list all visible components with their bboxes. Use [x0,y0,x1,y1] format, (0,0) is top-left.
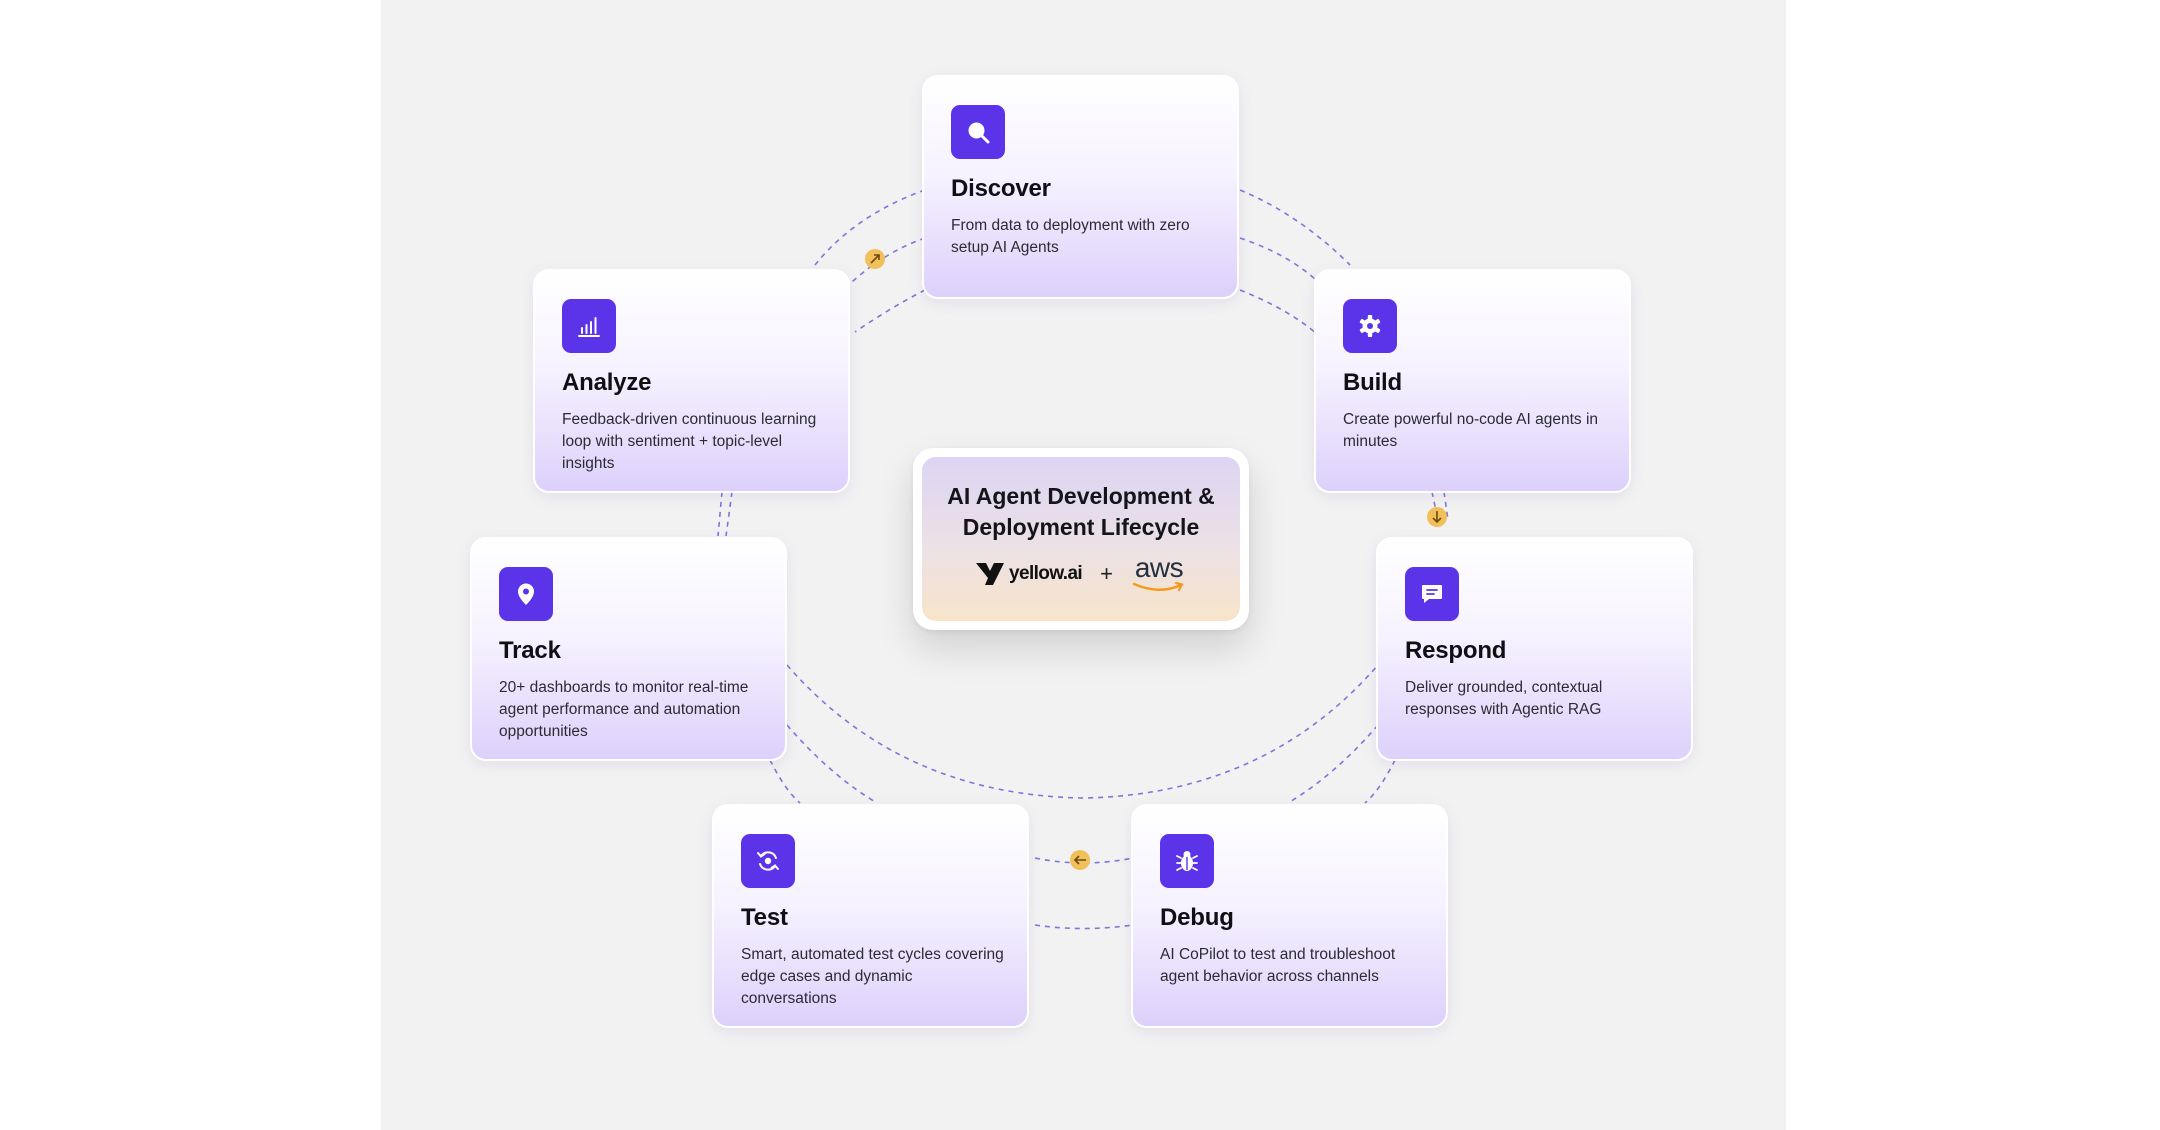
stage-card-debug: Debug AI CoPilot to test and troubleshoo… [1131,804,1448,1028]
stage-title: Respond [1405,637,1507,664]
yellow-ai-wordmark: yellow.ai [1009,563,1083,584]
diagram-title: AI Agent Development & Deployment Lifecy… [947,483,1215,540]
stage-card-track: Track 20+ dashboards to monitor real-tim… [470,537,787,761]
bug-icon [1160,834,1214,888]
stage-description: From data to deployment with zero setup … [951,217,1190,256]
chat-icon [1405,567,1459,621]
plus-sign: + [1100,561,1113,586]
aws-wordmark: aws [1134,552,1184,583]
yellow-ai-mark-icon [976,563,1005,585]
search-icon [951,105,1005,159]
stage-description: Deliver grounded, contextual responses w… [1405,679,1603,718]
stage-card-respond: Respond Deliver grounded, contextual res… [1376,537,1693,761]
stage-title: Test [741,904,788,931]
location-pin-icon [499,567,553,621]
refresh-cycle-icon [741,834,795,888]
stage-title: Build [1343,369,1402,396]
gear-icon [1343,299,1397,353]
stage-description: Create powerful no-code AI agents in min… [1343,411,1599,450]
aws-smile-icon [1132,581,1184,592]
stage-title: Discover [951,175,1051,202]
stage-title: Debug [1160,904,1234,931]
stage-title: Track [499,637,561,664]
stage-description: Smart, automated test cycles covering ed… [741,946,1004,1007]
center-card-inner: AI Agent Development & Deployment Lifecy… [922,457,1240,621]
partner-logos: yellow.ai + aws [922,552,1240,593]
center-lifecycle-card: AI Agent Development & Deployment Lifecy… [913,448,1249,630]
yellow-ai-logo: yellow.ai [975,561,1083,587]
stage-description: AI CoPilot to test and troubleshoot agen… [1160,946,1396,985]
stage-card-build: Build Create powerful no-code AI agents … [1314,269,1631,493]
aws-logo: aws [1131,552,1187,593]
stage-card-analyze: Analyze Feedback-driven continuous learn… [533,269,850,493]
stage-description: 20+ dashboards to monitor real-time agen… [499,679,749,740]
stage-title: Analyze [562,369,652,396]
stage-card-test: Test Smart, automated test cycles coveri… [712,804,1029,1028]
stage-card-discover: Discover From data to deployment with ze… [922,75,1239,299]
bar-chart-icon [562,299,616,353]
stage-description: Feedback-driven continuous learning loop… [562,411,817,472]
